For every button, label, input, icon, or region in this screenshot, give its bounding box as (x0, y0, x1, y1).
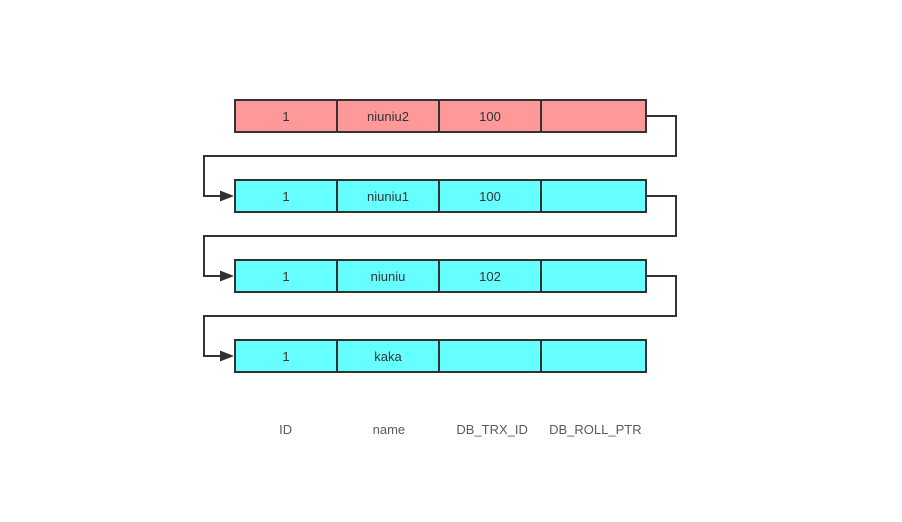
cell-db-trx-id: 100 (440, 101, 542, 131)
cell-db-roll-ptr (542, 181, 645, 211)
cell-db-roll-ptr (542, 341, 645, 371)
cell-name: niuniu1 (338, 181, 440, 211)
column-labels: ID name DB_TRX_ID DB_ROLL_PTR (234, 422, 647, 437)
cell-db-trx-id: 100 (440, 181, 542, 211)
column-label-name: name (372, 422, 406, 437)
cell-name: niuniu (338, 261, 440, 291)
column-label-id: ID (279, 422, 293, 437)
record-row-undo-3: 1 kaka (234, 339, 647, 373)
cell-name: kaka (338, 341, 440, 371)
cell-db-roll-ptr (542, 101, 645, 131)
record-row-undo-1: 1 niuniu1 100 (234, 179, 647, 213)
cell-db-trx-id: 102 (440, 261, 542, 291)
cell-db-trx-id (440, 341, 542, 371)
record-row-current: 1 niuniu2 100 (234, 99, 647, 133)
cell-name: niuniu2 (338, 101, 440, 131)
cell-id: 1 (236, 101, 338, 131)
cell-id: 1 (236, 341, 338, 371)
column-label-db-roll-ptr: DB_ROLL_PTR (549, 422, 642, 437)
record-row-undo-2: 1 niuniu 102 (234, 259, 647, 293)
cell-id: 1 (236, 261, 338, 291)
column-label-db-trx-id: DB_TRX_ID (456, 422, 528, 437)
arrowhead-icon-2 (220, 270, 234, 282)
cell-id: 1 (236, 181, 338, 211)
arrowhead-icon-1 (220, 190, 234, 202)
cell-db-roll-ptr (542, 261, 645, 291)
arrowhead-icon-3 (220, 350, 234, 362)
